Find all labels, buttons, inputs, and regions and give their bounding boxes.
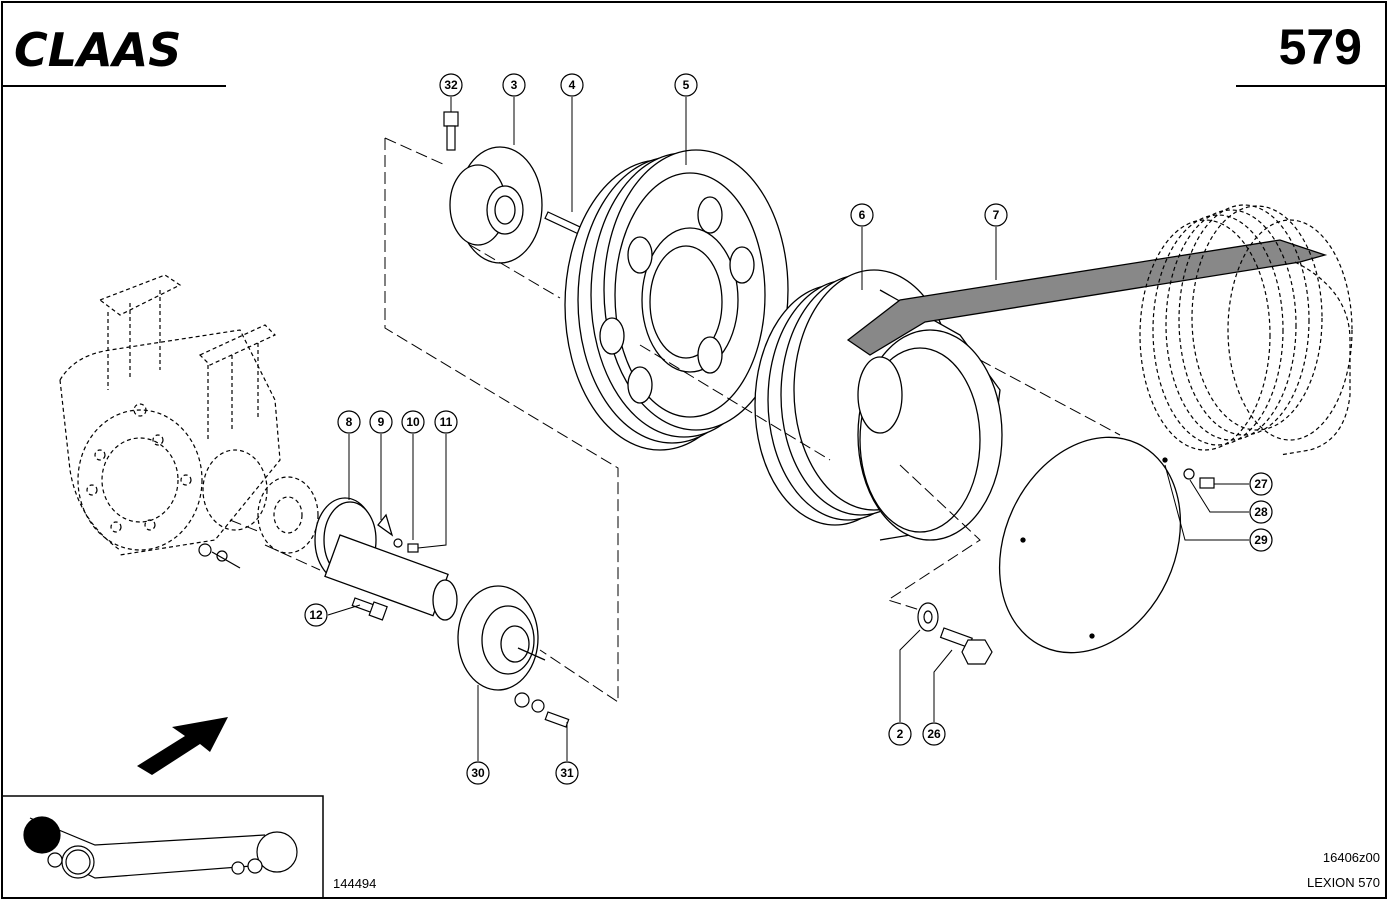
overview-inset-frame	[2, 795, 324, 898]
callout-label: 12	[309, 608, 323, 622]
callout-4: 4	[560, 73, 584, 97]
bolt-26	[939, 627, 993, 665]
ghost-drum	[1139, 204, 1353, 451]
callout-label: 3	[511, 78, 518, 92]
callout-label: 31	[560, 766, 574, 780]
page-number: 579	[1279, 19, 1362, 75]
model-name: LEXION 570	[1307, 875, 1380, 890]
callout-label: 4	[569, 78, 576, 92]
callout-10: 10	[401, 410, 425, 434]
nut-washer-bolt-31	[514, 692, 570, 728]
callout-2: 2	[888, 722, 912, 746]
callout-28: 28	[1249, 500, 1273, 524]
callout-32: 32	[439, 73, 463, 97]
hub-flange-3	[449, 146, 543, 264]
drawing-id: 144494	[333, 876, 376, 891]
callout-31: 31	[555, 761, 579, 785]
bolt-32	[443, 111, 459, 151]
cover-disc-29	[998, 436, 1182, 654]
shaft-flange	[314, 497, 458, 621]
callout-9: 9	[369, 410, 393, 434]
washer-nut-10-11	[393, 538, 419, 553]
figure-code: 16406z00	[1323, 850, 1380, 865]
bearing-30	[457, 585, 546, 691]
gearbox-nut	[198, 543, 241, 569]
assembly-lines	[229, 137, 1121, 703]
brand-logo: CLAAS	[14, 23, 181, 77]
callout-label: 27	[1254, 477, 1268, 491]
direction-arrow-icon	[137, 717, 228, 775]
callout-3: 3	[502, 73, 526, 97]
callout-label: 8	[346, 415, 353, 429]
washer-2	[917, 602, 939, 632]
gearbox-dashed	[59, 274, 319, 556]
callout-label: 10	[406, 415, 420, 429]
callout-label: 30	[471, 766, 485, 780]
callout-label: 6	[859, 208, 866, 222]
washer-bolt-27-28	[1183, 468, 1215, 489]
callout-12: 12	[304, 603, 328, 627]
callout-label: 9	[378, 415, 385, 429]
callout-label: 5	[683, 78, 690, 92]
callout-label: 29	[1254, 533, 1268, 547]
callout-27: 27	[1249, 472, 1273, 496]
leader-lines	[327, 97, 1249, 761]
pulley-5	[564, 149, 789, 451]
callout-label: 26	[927, 727, 941, 741]
belt-overview-icon	[23, 816, 298, 879]
callout-29: 29	[1249, 528, 1273, 552]
callout-label: 32	[444, 78, 458, 92]
callout-label: 11	[440, 415, 453, 429]
callout-7: 7	[984, 203, 1008, 227]
callout-6: 6	[850, 203, 874, 227]
callout-26: 26	[922, 722, 946, 746]
callout-30: 30	[466, 761, 490, 785]
callout-5: 5	[674, 73, 698, 97]
callout-label: 7	[993, 208, 1000, 222]
bolt-12	[351, 597, 388, 621]
callout-8: 8	[337, 410, 361, 434]
callout-11: 11	[434, 410, 458, 434]
callout-label: 28	[1254, 505, 1268, 519]
callout-label: 2	[897, 727, 904, 741]
